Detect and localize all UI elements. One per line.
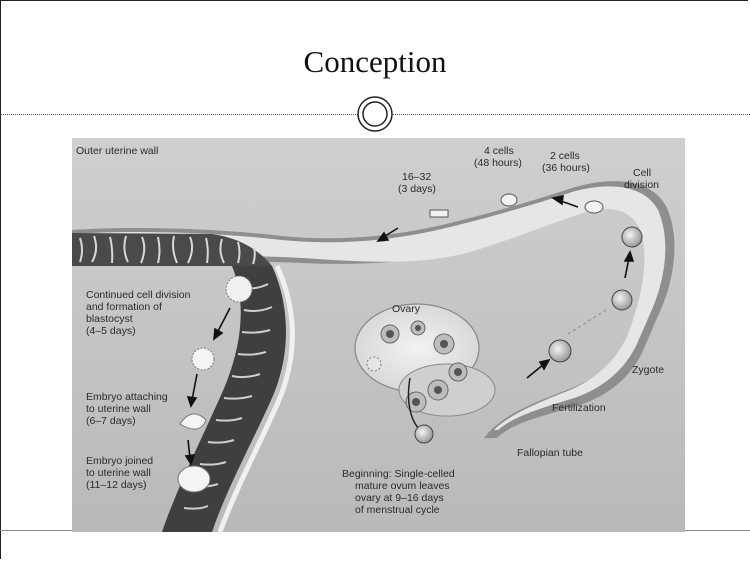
blastocyst-cell xyxy=(226,276,252,302)
label-4-cells-line1: 4 cells xyxy=(484,145,514,157)
label-blastocyst-line2: and formation of xyxy=(86,301,162,313)
label-attaching-line3: (6–7 days) xyxy=(86,415,136,427)
label-attaching-line1: Embryo attaching xyxy=(86,391,168,403)
four-cell-stage xyxy=(501,194,517,206)
zygote-cell xyxy=(612,290,632,310)
label-outer-uterine-wall: Outer uterine wall xyxy=(76,145,158,157)
cell-division-cell xyxy=(622,227,642,247)
label-beginning-line1: Beginning: Single-celled xyxy=(342,468,455,480)
label-beginning-line3: ovary at 9–16 days xyxy=(355,492,444,504)
embryo-joined xyxy=(178,466,210,492)
title-ornament-icon xyxy=(357,96,393,132)
label-4-cells-line2: (48 hours) xyxy=(474,157,522,169)
label-blastocyst-line1: Continued cell division xyxy=(86,289,191,301)
fertilization-cell xyxy=(549,340,571,362)
label-16-32-line1: 16–32 xyxy=(402,171,431,183)
label-16-32-line2: (3 days) xyxy=(398,183,436,195)
embryo-attaching-cell xyxy=(192,348,214,370)
label-cell-division-line1: Cell xyxy=(633,167,651,179)
label-ovary: Ovary xyxy=(392,303,421,315)
label-2-cells-line1: 2 cells xyxy=(550,150,580,162)
morula-stage xyxy=(430,210,448,217)
label-beginning-line2: mature ovum leaves xyxy=(355,480,450,492)
label-fallopian-tube: Fallopian tube xyxy=(517,447,583,459)
conception-diagram: Outer uterine wall 16–32 (3 days) 4 cell… xyxy=(72,138,685,532)
label-joined-line3: (11–12 days) xyxy=(86,479,147,491)
label-joined-line1: Embryo joined xyxy=(86,455,153,467)
slide-title: Conception xyxy=(0,44,750,80)
label-fertilization: Fertilization xyxy=(552,402,606,414)
label-blastocyst-line3: blastocyst xyxy=(86,313,133,325)
conception-illustration: Outer uterine wall 16–32 (3 days) 4 cell… xyxy=(72,138,685,532)
ovum-cell xyxy=(415,425,433,443)
label-cell-division-line2: division xyxy=(624,179,659,191)
label-joined-line2: to uterine wall xyxy=(86,467,151,479)
label-2-cells-line2: (36 hours) xyxy=(542,162,590,174)
two-cell-stage xyxy=(585,201,603,213)
label-zygote: Zygote xyxy=(632,364,664,376)
label-attaching-line2: to uterine wall xyxy=(86,403,151,415)
label-beginning-line4: of menstrual cycle xyxy=(355,504,440,516)
label-blastocyst-line4: (4–5 days) xyxy=(86,325,136,337)
